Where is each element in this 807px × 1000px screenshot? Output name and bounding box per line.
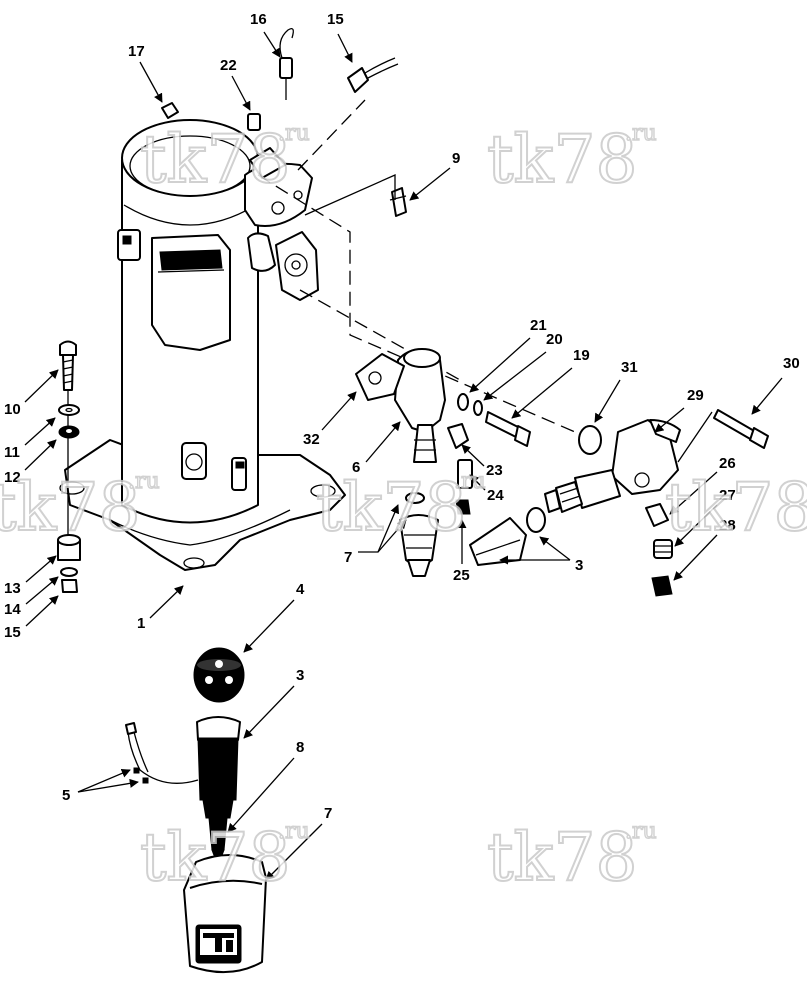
callout-19: 19 — [573, 347, 590, 364]
elbow-23 — [447, 423, 469, 449]
watermark-suffix: .ru — [128, 469, 160, 494]
bolt-10 — [59, 340, 77, 540]
logo-text: THERMO KING — [197, 957, 240, 963]
callouts: 16 15 17 22 9 10 11 12 13 14 15 1 21 20 … — [4, 11, 800, 881]
washer-11 — [58, 404, 80, 416]
callout-8: 8 — [296, 739, 304, 756]
manifold-6 — [394, 348, 446, 463]
gasket-32 — [355, 353, 405, 401]
callout-23: 23 — [486, 462, 503, 479]
callout-7: 7 — [344, 549, 352, 566]
sensor-16 — [347, 57, 399, 93]
washer-12 — [58, 425, 80, 439]
callout-12: 12 — [4, 469, 21, 486]
connector-3 — [196, 716, 241, 819]
callout-27: 27 — [719, 487, 736, 504]
callout-4: 4 — [296, 581, 305, 598]
watermark-suffix: .ru — [454, 469, 486, 494]
callout-9: 9 — [452, 150, 460, 167]
callout-32: 32 — [303, 431, 320, 448]
grommet-13 — [57, 534, 81, 561]
callout-24: 24 — [487, 487, 504, 504]
fitting-26 — [645, 503, 669, 527]
washer-21 — [457, 393, 469, 411]
watermark-text: tk78 — [316, 469, 467, 546]
callout-17: 16 — [250, 11, 267, 28]
callout-18: 17 — [128, 43, 145, 60]
valve-body-29 — [544, 419, 681, 513]
watermark-suffix: .ru — [625, 121, 657, 146]
cap-3 — [469, 507, 546, 566]
o-ring-31 — [578, 425, 602, 455]
plug-4 — [193, 647, 245, 703]
watermark-text: tk78 — [487, 121, 638, 198]
bolt-30 — [713, 409, 769, 449]
watermark-text: tk78 — [140, 121, 291, 198]
nut-25 — [455, 499, 471, 515]
watermarks: tk78 .ru tk78 .ru tk78 .ru tk78 .ru tk78… — [0, 120, 807, 897]
callout-21: 21 — [530, 317, 547, 334]
watermark-suffix: .ru — [625, 819, 657, 844]
callout-29: 29 — [687, 387, 704, 404]
watermark-suffix: .ru — [278, 121, 310, 146]
callout-1: 1 — [137, 615, 145, 632]
callout-15: 15 — [4, 624, 21, 641]
fitting-18 — [161, 102, 179, 119]
nut-28 — [651, 575, 673, 597]
washer-14 — [60, 567, 78, 577]
watermark-text: tk78 — [0, 469, 141, 546]
watermark-text: tk78 — [665, 469, 807, 546]
callout-7b: 7 — [324, 805, 332, 822]
callout-25: 25 — [453, 567, 470, 584]
sensor-17 — [279, 27, 294, 100]
callout-6: 6 — [352, 459, 360, 476]
compressor-body — [59, 119, 346, 571]
leads-5 — [125, 722, 199, 784]
callout-13: 13 — [4, 580, 21, 597]
bolt-19 — [485, 411, 531, 447]
nut-15 — [61, 579, 78, 593]
callout-31: 31 — [621, 359, 638, 376]
fitting-27 — [653, 539, 673, 559]
callout-3: 3 — [296, 667, 304, 684]
callout-26: 26 — [719, 455, 736, 472]
washer-20 — [473, 400, 483, 416]
callout-5: 5 — [62, 787, 70, 804]
fitting-9 — [389, 187, 407, 217]
housing-7: THERMO KING — [183, 854, 267, 974]
watermark-text: tk78 — [140, 819, 291, 896]
fitting-24 — [457, 459, 473, 489]
callout-16: 15 — [327, 11, 344, 28]
watermark-suffix: .ru — [278, 819, 310, 844]
callout-10: 10 — [4, 401, 21, 418]
callout-14: 14 — [4, 601, 21, 618]
callout-3b: 3 — [575, 557, 583, 574]
callout-28: 28 — [719, 517, 736, 534]
callout-30: 30 — [783, 355, 800, 372]
watermark-text: tk78 — [487, 819, 638, 896]
fitting-22 — [247, 113, 261, 131]
callout-11: 11 — [4, 444, 20, 461]
callout-22: 22 — [220, 57, 237, 74]
callout-20: 20 — [546, 331, 563, 348]
service-valve-7 — [399, 492, 439, 577]
